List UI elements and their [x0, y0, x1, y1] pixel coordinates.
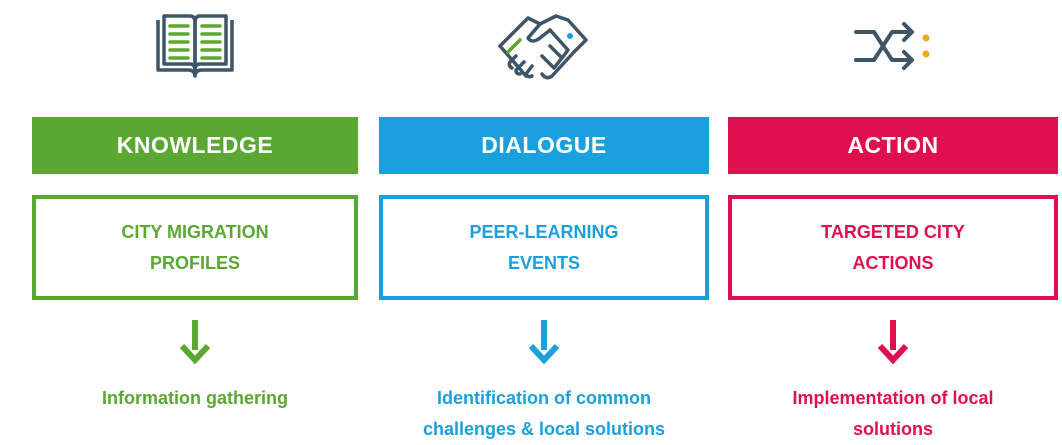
box-line-1: CITY MIGRATION [121, 221, 269, 242]
caption-line-2: challenges & local solutions [422, 419, 666, 439]
dialogue-heading: DIALOGUE [379, 117, 709, 174]
dialogue-caption: Identification of common challenges & lo… [379, 383, 709, 445]
box-line-2: EVENTS [507, 252, 581, 273]
targeted-city-actions-box: TARGETED CITY ACTIONS [728, 195, 1058, 300]
dialogue-column: DIALOGUE PEER-LEARNING EVENTS Identifica… [379, 0, 709, 444]
action-caption: Implementation of local solutions [728, 383, 1058, 445]
peer-learning-events-box: PEER-LEARNING EVENTS [379, 195, 709, 300]
caption-line-2: solutions [853, 419, 933, 439]
caption-line-1: Information gathering [102, 388, 288, 408]
down-arrow-icon [728, 320, 1058, 364]
down-arrow-icon [379, 320, 709, 364]
box-line-1: PEER-LEARNING [469, 221, 619, 242]
down-arrow-icon [32, 320, 358, 364]
open-book-icon [32, 10, 358, 82]
caption-line-1: Identification of common [437, 388, 651, 408]
action-heading: ACTION [728, 117, 1058, 174]
knowledge-heading: KNOWLEDGE [32, 117, 358, 174]
action-column: ACTION TARGETED CITY ACTIONS Implementat… [728, 0, 1058, 444]
box-line-1: TARGETED CITY [821, 221, 965, 242]
caption-line-1: Implementation of local [792, 388, 994, 408]
shuffle-arrows-icon [728, 10, 1058, 82]
handshake-icon [379, 10, 709, 82]
city-migration-profiles-box: CITY MIGRATION PROFILES [32, 195, 358, 300]
knowledge-column: KNOWLEDGE CITY MIGRATION PROFILES Inform… [32, 0, 358, 444]
box-line-2: ACTIONS [852, 252, 934, 273]
knowledge-caption: Information gathering [32, 383, 358, 414]
box-line-2: PROFILES [149, 252, 240, 273]
